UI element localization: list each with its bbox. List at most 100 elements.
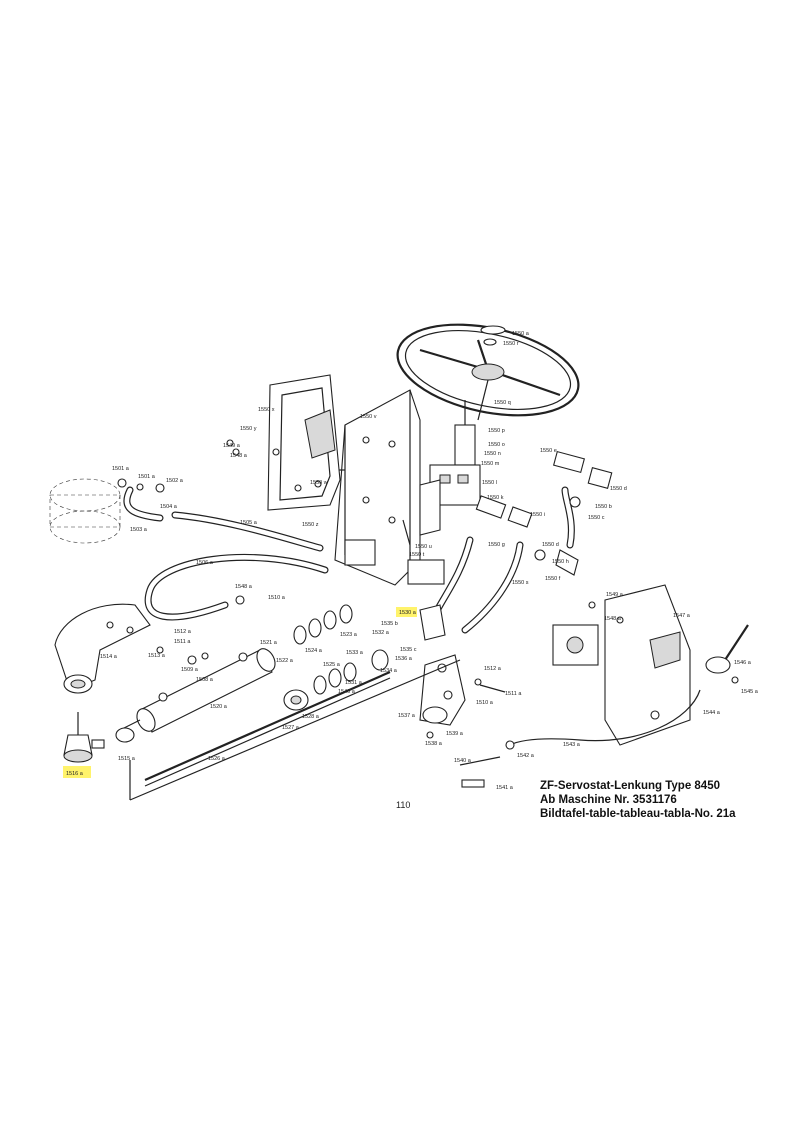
steering-arm-bracket	[54, 603, 151, 694]
label-1515a: 1515 a	[118, 756, 136, 762]
label-1545a: 1545 a	[741, 689, 759, 695]
label-1550g: 1550 g	[488, 542, 505, 548]
label-1548a-top: 1548 a	[230, 453, 248, 459]
control-plate	[552, 584, 691, 746]
label-1550c: 1550 c	[588, 515, 605, 521]
lever-and-cable	[459, 624, 749, 788]
label-1510b: 1510 a	[476, 700, 494, 706]
label-1550d: 1550 d	[542, 542, 559, 548]
label-1504a: 1504 a	[160, 504, 178, 510]
label-1540a: 1540 a	[338, 689, 356, 695]
label-1505a: 1505 a	[240, 520, 258, 526]
page-number: 110	[396, 800, 411, 810]
label-1530a: 1530 a	[399, 610, 417, 616]
label-1548a: 1548 a	[235, 584, 253, 590]
label-1550x: 1550 x	[258, 407, 275, 413]
label-1528a: 1528 a	[302, 714, 320, 720]
caption-plate: Bildtafel-table-tableau-tabla-No. 21a	[540, 808, 736, 820]
label-1548b: 1548 a	[604, 616, 622, 622]
label-1546a: 1546 a	[734, 660, 752, 666]
label-1550r: 1550 r	[503, 341, 519, 347]
steering-column-console	[330, 389, 445, 586]
label-1502a: 1502 a	[166, 478, 184, 484]
label-1510a: 1510 a	[268, 595, 286, 601]
steering-wheel	[396, 323, 580, 421]
label-1525a: 1525 a	[323, 662, 341, 668]
fittings	[475, 450, 613, 576]
servo-valve	[419, 400, 481, 536]
label-1511b: 1511 a	[505, 691, 522, 697]
label-1550t: 1550 t	[409, 552, 425, 558]
label-1520a: 1520 a	[210, 704, 228, 710]
label-1536a: 1536 a	[395, 656, 413, 662]
hoses	[123, 486, 575, 634]
label-1550h: 1550 h	[552, 559, 569, 565]
label-1544a: 1544 a	[703, 710, 721, 716]
label-1516a: 1516 a	[66, 771, 84, 777]
label-1512b: 1512 a	[484, 666, 502, 672]
label-1550y: 1550 y	[240, 426, 257, 432]
label-1550a: 1550 a	[512, 331, 530, 337]
label-1535b: 1535 b	[381, 621, 398, 627]
label-1550f: 1550 f	[545, 576, 561, 582]
label-1513a: 1513 a	[148, 653, 166, 659]
highlight-1530a	[396, 607, 417, 617]
label-1543a: 1543 a	[563, 742, 581, 748]
label-1501b: 1501 a	[138, 474, 156, 480]
label-1512a: 1512 a	[174, 629, 192, 635]
label-1550o: 1550 o	[488, 442, 505, 448]
label-1550p: 1550 p	[488, 428, 505, 434]
label-1531a: 1531 a	[345, 680, 363, 686]
label-1549a: 1549 a	[223, 443, 241, 449]
part-labels: 1550 a 1550 r 1550 q 1550 x 1550 v 1550 …	[66, 331, 759, 791]
label-1550l: 1550 l	[482, 480, 497, 486]
piston-rod	[144, 670, 391, 787]
label-1522a: 1522 a	[276, 658, 294, 664]
label-1511a: 1511 a	[174, 639, 191, 645]
label-1550k: 1550 k	[487, 495, 504, 501]
label-1550u: 1550 u	[415, 544, 432, 550]
label-1501a: 1501 a	[112, 466, 130, 472]
label-1550w: 1550 w	[310, 480, 328, 486]
label-1535c: 1535 c	[400, 647, 417, 653]
label-1533a: 1533 a	[346, 650, 364, 656]
label-1527a: 1527 a	[282, 725, 300, 731]
label-1550b: 1550 b	[595, 504, 612, 510]
label-1508a: 1508 a	[196, 677, 214, 683]
side-plate	[267, 374, 341, 511]
label-1514a: 1514 a	[100, 654, 118, 660]
label-1534a: 1534 a	[380, 668, 398, 674]
label-1550s: 1550 s	[512, 580, 529, 586]
label-1550e: 1550 e	[540, 448, 557, 454]
label-1541a: 1541 a	[496, 785, 514, 791]
label-1523a: 1523 a	[340, 632, 358, 638]
frame-lines	[129, 659, 461, 801]
label-1503a: 1503 a	[130, 527, 148, 533]
hydraulic-pump	[49, 478, 165, 544]
label-1547a: 1547 a	[673, 613, 691, 619]
caption-serial: Ab Maschine Nr. 3531176	[540, 794, 677, 806]
label-1550q: 1550 q	[494, 400, 511, 406]
label-1550v: 1550 v	[360, 414, 377, 420]
label-1550m: 1550 m	[481, 461, 500, 467]
label-1550n: 1550 n	[484, 451, 501, 457]
label-1538a: 1538 a	[425, 741, 443, 747]
label-1550d-top: 1550 d	[610, 486, 627, 492]
label-1537a: 1537 a	[398, 713, 416, 719]
label-1526a: 1526 a	[208, 756, 226, 762]
label-1540a-b: 1540 a	[454, 758, 472, 764]
label-1539a: 1539 a	[446, 731, 464, 737]
label-1549b: 1549 a	[606, 592, 624, 598]
label-1521a: 1521 a	[260, 640, 278, 646]
highlight-1516a	[63, 766, 91, 778]
label-1542a: 1542 a	[517, 753, 535, 759]
label-1509a: 1509 a	[181, 667, 199, 673]
label-1532a: 1532 a	[372, 630, 390, 636]
bolts-and-nuts	[156, 439, 739, 739]
hydraulic-cylinder	[115, 648, 276, 743]
seal-rings	[283, 604, 389, 711]
drop-arm	[419, 604, 506, 726]
caption-title: ZF-Servostat-Lenkung Type 8450	[540, 780, 720, 792]
label-1524a: 1524 a	[305, 648, 323, 654]
